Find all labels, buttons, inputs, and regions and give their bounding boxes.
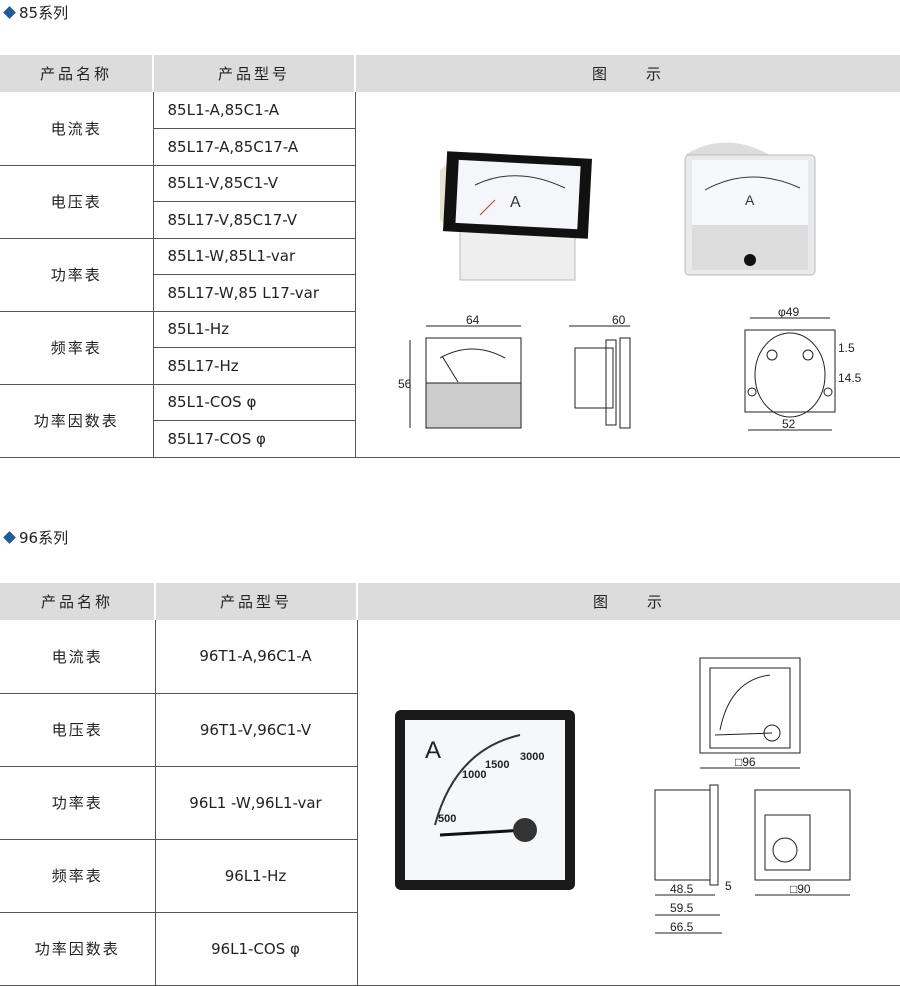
product-name: 功率因数表 (0, 384, 154, 458)
dim-66-5: 66.5 (670, 920, 694, 934)
dim-48-5: 48.5 (670, 882, 694, 896)
table-row: 85L17-COS φ (0, 420, 900, 458)
dim-depth: 60 (612, 313, 626, 327)
figure-96-series: A 500 1000 1500 3000 □96 48.5 5 59.5 66.… (395, 657, 851, 934)
product-model: 85L17-Hz (153, 347, 356, 385)
product-name: 功率表 (0, 238, 154, 312)
product-model: 96L1-COS φ (155, 912, 358, 986)
product-model: 85L17-A,85C17-A (153, 128, 356, 166)
svg-text:A: A (510, 194, 521, 211)
product-name: 电流表 (0, 620, 156, 694)
product-model: 96L1 -W,96L1-var (155, 766, 358, 840)
svg-text:500: 500 (438, 813, 456, 825)
diamond-icon (3, 6, 16, 19)
dim-d2: 14.5 (838, 371, 862, 385)
table-row: 85L17-W,85 L17-var (0, 274, 900, 312)
dim-59-5: 59.5 (670, 901, 694, 915)
header-name: 产品名称 (0, 55, 153, 92)
svg-text:1000: 1000 (462, 769, 486, 781)
dim-5: 5 (725, 879, 732, 893)
dim-diameter: φ49 (778, 305, 799, 319)
dim-width: 64 (466, 313, 480, 327)
meter-photo-85-a: A (440, 151, 592, 281)
meter-photo-96: A 500 1000 1500 3000 (395, 710, 575, 890)
header-model: 产品型号 (152, 55, 355, 92)
product-model: 85L1-COS φ (153, 384, 356, 421)
header-figure: 图 示 (356, 583, 900, 620)
dim-mount: 52 (782, 417, 796, 431)
svg-text:1500: 1500 (485, 759, 509, 771)
dimension-drawings-96 (654, 657, 851, 934)
product-name: 电压表 (0, 693, 156, 767)
product-model: 85L17-COS φ (153, 420, 356, 458)
section-title-85: 85系列 (2, 2, 68, 23)
product-model: 96T1-V,96C1-V (155, 693, 358, 767)
product-model: 85L17-W,85 L17-var (153, 274, 356, 312)
product-model: 96T1-A,96C1-A (155, 620, 358, 694)
product-name: 频率表 (0, 839, 156, 913)
product-model: 85L1-A,85C1-A (153, 92, 356, 129)
product-model: 85L1-Hz (153, 311, 356, 348)
product-name: 功率因数表 (0, 912, 156, 986)
product-model: 85L1-W,85L1-var (153, 238, 356, 275)
header-name: 产品名称 (0, 583, 155, 620)
svg-text:A: A (425, 737, 441, 764)
product-name: 电流表 (0, 92, 154, 166)
product-name: 电压表 (0, 165, 154, 239)
dim-height: 56 (398, 377, 412, 391)
diamond-icon (3, 531, 16, 544)
dim-panel: □90 (790, 882, 811, 896)
section-title-96: 96系列 (2, 527, 68, 548)
product-name: 频率表 (0, 311, 154, 385)
svg-text:A: A (745, 192, 755, 208)
product-model: 85L17-V,85C17-V (153, 201, 356, 239)
header-figure: 图 示 (354, 55, 900, 92)
table-row: 85L17-A,85C17-A (0, 128, 900, 166)
table-row: 85L17-V,85C17-V (0, 201, 900, 239)
svg-text:3000: 3000 (520, 751, 544, 763)
product-model: 85L1-V,85C1-V (153, 165, 356, 202)
dimension-drawings-85 (409, 317, 836, 431)
dim-front: □96 (735, 755, 756, 769)
product-name: 功率表 (0, 766, 156, 840)
meter-photo-85-b: A (684, 142, 816, 276)
product-model: 96L1-Hz (155, 839, 358, 913)
figure-85-series: A A 64 56 60 φ49 52 1.5 14.5 (398, 142, 862, 431)
header-model: 产品型号 (154, 583, 357, 620)
dim-d1: 1.5 (838, 341, 855, 355)
table-row: 85L17-Hz (0, 347, 900, 385)
